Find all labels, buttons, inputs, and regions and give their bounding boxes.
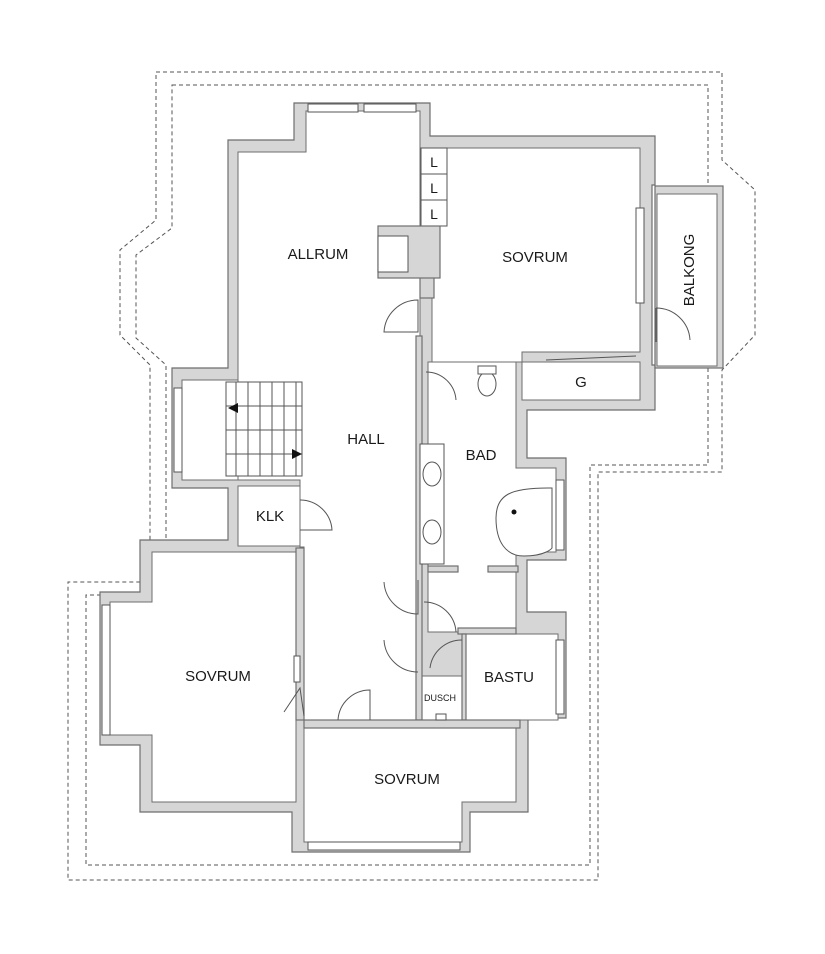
closet-label: L <box>430 206 438 222</box>
room-label-dusch: DUSCH <box>424 693 456 703</box>
balcony <box>654 185 724 369</box>
room-label-klk: KLK <box>256 508 284 525</box>
doors <box>283 299 637 721</box>
room-label-balkong: BALKONG <box>681 234 698 307</box>
room-label-sovrum-ne: SOVRUM <box>502 249 568 266</box>
closet-label: L <box>430 154 438 170</box>
closet-label: L <box>430 180 438 196</box>
room-labels: ALLRUM SOVRUM BALKONG HALL BAD KLK G SOV… <box>185 234 698 788</box>
fireplace <box>377 225 441 279</box>
bathroom-fixtures <box>419 365 553 721</box>
room-label-g: G <box>575 374 587 391</box>
windows <box>101 103 645 851</box>
closet-units: L L L <box>420 147 448 227</box>
room-label-allrum: ALLRUM <box>288 246 349 263</box>
room-label-sovrum-w: SOVRUM <box>185 668 251 685</box>
room-label-bad: BAD <box>466 447 497 464</box>
room-label-hall: HALL <box>347 431 385 448</box>
room-floors <box>109 110 641 843</box>
room-label-sovrum-s: SOVRUM <box>374 771 440 788</box>
roof-outline <box>67 71 756 881</box>
room-label-bastu: BASTU <box>484 669 534 686</box>
staircase <box>225 381 303 477</box>
